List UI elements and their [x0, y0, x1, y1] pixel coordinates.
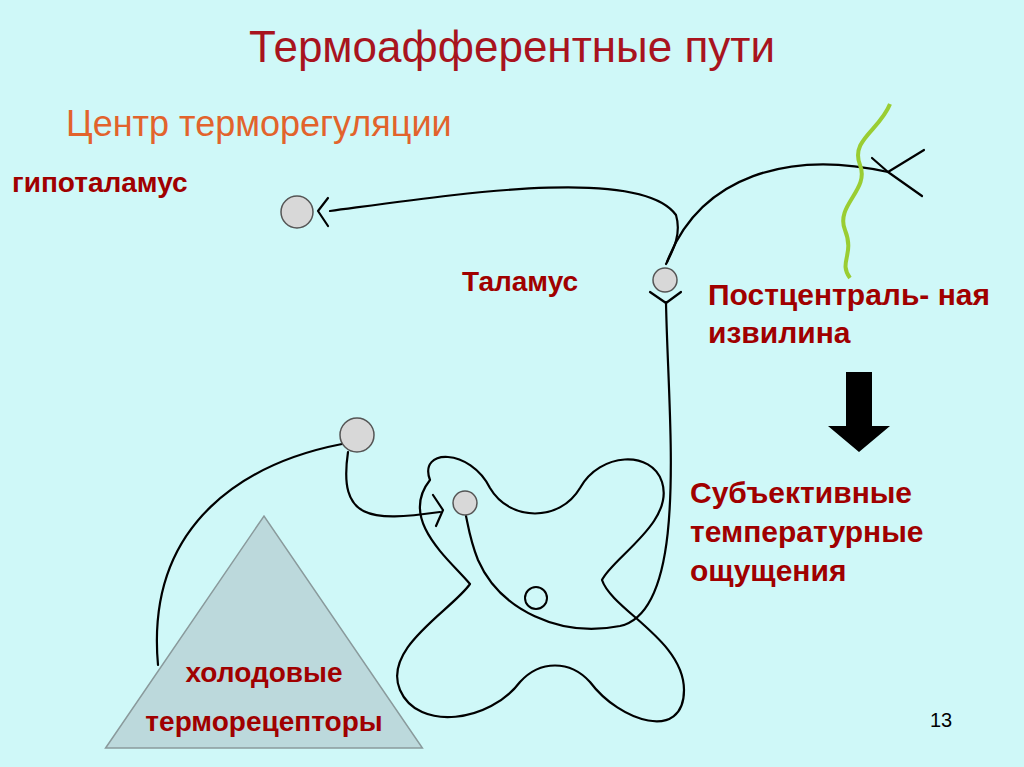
node-text-wrap: холодовые терморецепторы: [88, 514, 440, 750]
central-canal: [525, 587, 547, 609]
structure-label: гипоталамус: [12, 166, 292, 200]
synapse-fork: [318, 198, 328, 226]
axon-branch: [872, 150, 924, 196]
structure-label: Центр терморегуляции: [66, 102, 666, 145]
structure-label: Таламус: [462, 265, 642, 299]
ganglion-neuron: [340, 418, 374, 452]
axon-cortex: [667, 164, 888, 262]
cortex-line: [843, 104, 890, 278]
neuron-body: [653, 268, 677, 292]
axon-hypothalamus: [330, 187, 678, 264]
structure-label: Субъективные температурные ощущения: [690, 473, 1016, 590]
receptor-triangle: холодовые терморецепторы: [88, 514, 440, 750]
down-arrow: [828, 372, 890, 452]
page-number: 13: [930, 708, 990, 732]
neuron-body: [281, 196, 313, 228]
node-label: холодовые терморецепторы: [92, 648, 436, 746]
title: Термоафферентные пути: [0, 22, 1024, 72]
spinal-cord: [397, 457, 684, 721]
structure-label: Постцентраль- ная извилина: [708, 276, 1014, 351]
ascending-tract: [466, 302, 671, 629]
synapse-fork: [650, 292, 681, 303]
neuron-body: [453, 491, 477, 515]
synapse-fork: [433, 495, 443, 526]
